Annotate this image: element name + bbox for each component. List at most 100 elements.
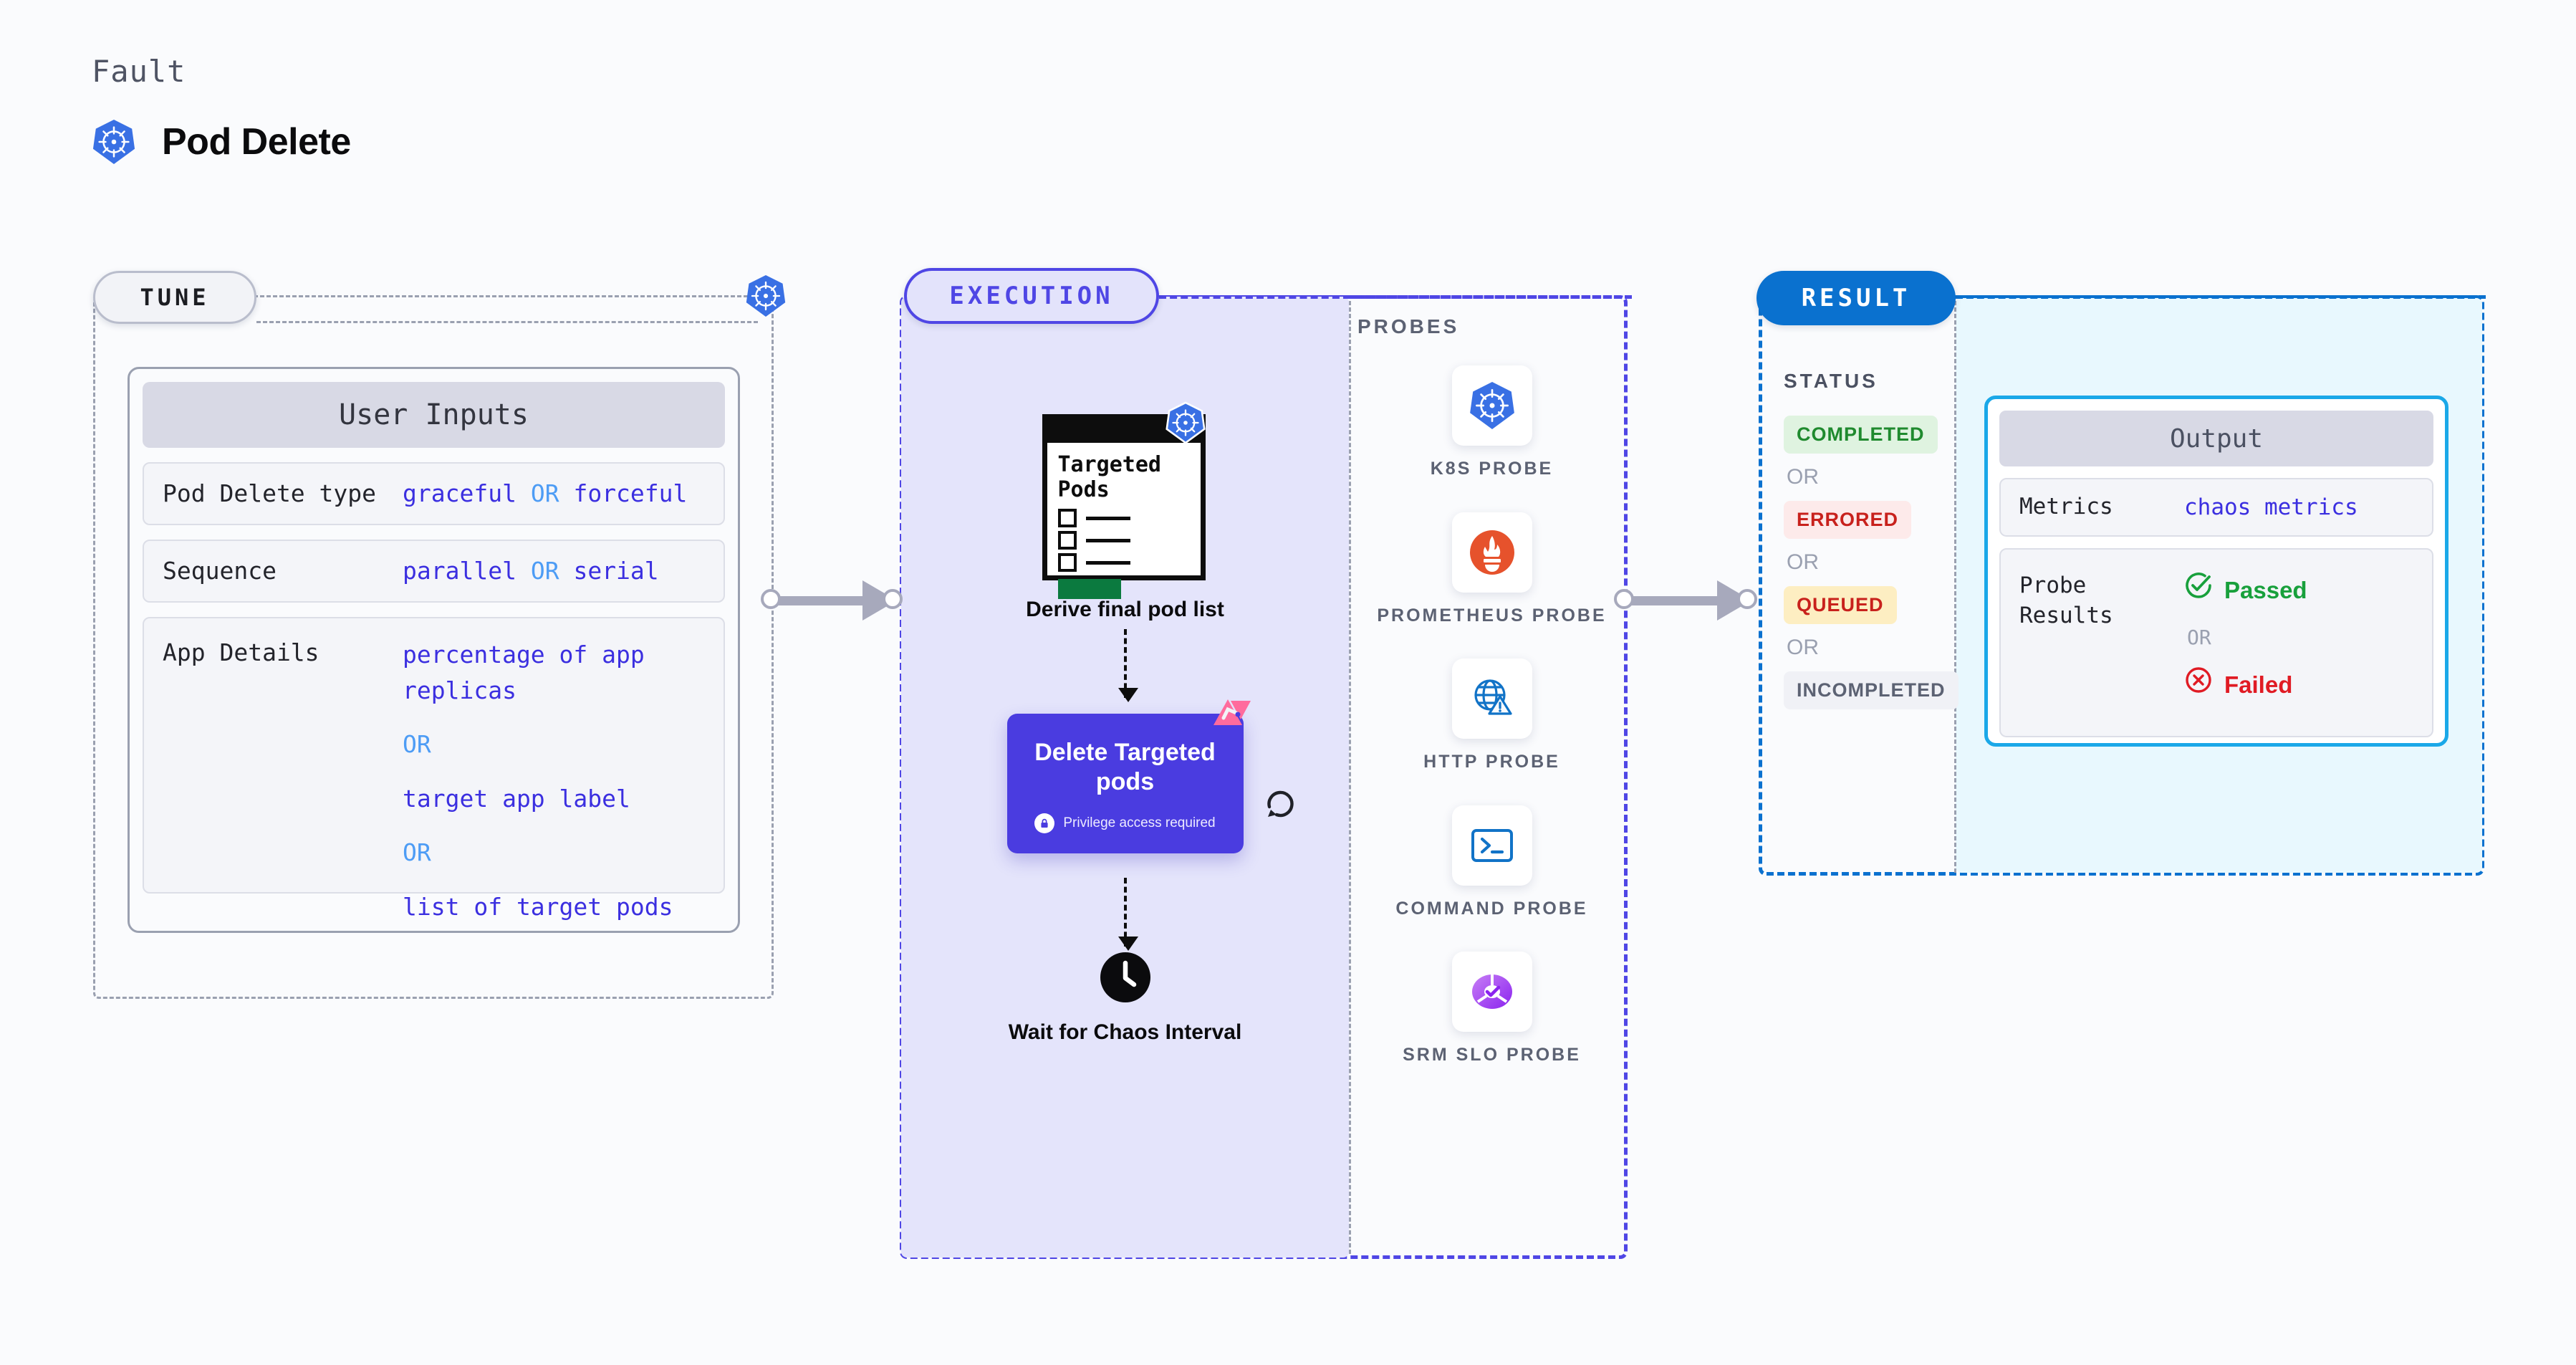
- text-rule: [1085, 560, 1130, 565]
- page-title: Pod Delete: [162, 121, 351, 163]
- row-key: Sequence: [163, 556, 277, 585]
- probe-item-k8s[interactable]: K8S PROBE: [1357, 365, 1626, 481]
- status-badge-list: COMPLETED OR ERRORED OR QUEUED OR INCOMP…: [1784, 416, 1963, 709]
- status-badge: QUEUED: [1784, 586, 1897, 624]
- probe-item-srm-slo[interactable]: SRM SLO PROBE: [1357, 952, 1626, 1067]
- delete-targeted-pods-card[interactable]: Delete Targeted pods Privilege access re…: [1006, 699, 1251, 853]
- result-top-dashed-line: [1956, 295, 2486, 299]
- value-option: list of target pods: [403, 892, 673, 921]
- privilege-notice: Privilege access required: [1026, 813, 1225, 833]
- row-key: Metrics: [2019, 494, 2113, 520]
- or-separator: OR: [1787, 465, 1819, 489]
- privilege-notice-text: Privilege access required: [1063, 815, 1216, 830]
- tune-section: [93, 295, 774, 999]
- probe-result-passed: Passed: [2184, 571, 2307, 610]
- probe-label: HTTP PROBE: [1423, 752, 1560, 772]
- row-value: graceful OR forceful: [403, 476, 687, 512]
- check-circle-icon: [2184, 571, 2213, 610]
- delete-card-title: Delete Targeted pods: [1034, 739, 1216, 796]
- probe-item-http[interactable]: HTTP PROBE: [1357, 658, 1626, 774]
- document-title-text: Targeted Pods: [1057, 452, 1162, 502]
- result-section-pill[interactable]: RESULT: [1756, 271, 1956, 325]
- text-rule: [1085, 516, 1130, 520]
- kubernetes-icon: [1451, 365, 1532, 446]
- lock-icon: [1034, 813, 1055, 833]
- probe-label: K8S PROBE: [1430, 459, 1554, 479]
- output-header: Output: [1999, 411, 2433, 466]
- kubernetes-icon: [1165, 401, 1206, 448]
- or-separator: OR: [530, 479, 559, 508]
- value-option: parallel: [403, 557, 516, 585]
- fault-title-row: Pod Delete: [92, 118, 351, 166]
- connector-endpoint-dot: [761, 589, 781, 609]
- status-badge: ERRORED: [1784, 501, 1912, 539]
- terminal-icon: [1451, 805, 1532, 886]
- value-option: forceful: [573, 479, 688, 508]
- output-row-probe-results: Probe Results Passed OR: [1999, 548, 2433, 737]
- row-key: Pod Delete type: [163, 479, 377, 507]
- fault-eyebrow-label: Fault: [92, 54, 186, 89]
- or-separator: OR: [530, 557, 559, 585]
- probe-label: PROMETHEUS PROBE: [1377, 605, 1607, 626]
- delete-targeted-pods-step: Delete Targeted pods Privilege access re…: [1006, 699, 1294, 853]
- or-separator: OR: [403, 730, 431, 758]
- document-green-bar: [1057, 579, 1121, 599]
- retry-loop-icon: [1261, 782, 1299, 825]
- probe-label: COMMAND PROBE: [1395, 898, 1588, 919]
- checkbox-icon: [1057, 509, 1077, 527]
- x-circle-icon: [2184, 666, 2213, 704]
- failed-label: Failed: [2224, 671, 2293, 698]
- execution-section-pill[interactable]: EXECUTION: [904, 268, 1159, 324]
- wait-for-chaos-interval-label: Wait for Chaos Interval: [1008, 1020, 1242, 1044]
- value-option: target app label: [403, 784, 630, 813]
- or-separator: OR: [2187, 625, 2211, 649]
- flow-arrow-down: [1118, 877, 1138, 951]
- derive-pod-list-label: Derive final pod list: [1026, 598, 1224, 621]
- probe-result-failed: Failed: [2184, 666, 2307, 704]
- row-key: App Details: [163, 638, 319, 666]
- probe-item-command[interactable]: COMMAND PROBE: [1357, 805, 1626, 921]
- connector-endpoint-dot: [1737, 589, 1757, 609]
- prometheus-icon: [1451, 512, 1532, 593]
- flow-arrow-down: [1118, 629, 1138, 702]
- connector-shaft: [1624, 596, 1733, 605]
- probe-item-prometheus[interactable]: PROMETHEUS PROBE: [1357, 512, 1626, 628]
- user-inputs-header: User Inputs: [143, 382, 725, 448]
- litmuschaos-icon: [1209, 698, 1254, 746]
- output-row-metrics: Metrics chaos metrics: [1999, 478, 2433, 537]
- value-option: percentage of app replicas: [403, 641, 645, 704]
- row-value: percentage of app replicas OR target app…: [403, 637, 705, 924]
- srm-slo-donut-icon: [1451, 952, 1532, 1032]
- connector-tune-to-execution: [761, 580, 911, 621]
- user-inputs-card: User Inputs Pod Delete type graceful OR …: [128, 367, 740, 933]
- connector-endpoint-dot: [1614, 589, 1634, 609]
- checkbox-icon: [1057, 553, 1077, 572]
- targeted-pods-document-icon: Targeted Pods: [1042, 401, 1208, 599]
- probe-label: SRM SLO PROBE: [1403, 1045, 1581, 1065]
- value-option: graceful: [403, 479, 516, 508]
- connector-endpoint-dot: [883, 589, 903, 609]
- row-value: chaos metrics: [2184, 494, 2358, 520]
- text-rule: [1085, 538, 1130, 542]
- or-separator: OR: [403, 838, 431, 866]
- input-row-sequence: Sequence parallel OR serial: [143, 540, 725, 603]
- execution-top-dashed-line: [1159, 295, 1632, 299]
- globe-warning-icon: [1451, 658, 1532, 739]
- input-row-app-details: App Details percentage of app replicas O…: [143, 617, 725, 921]
- kubernetes-icon: [745, 274, 787, 322]
- or-separator: OR: [1787, 550, 1819, 574]
- or-separator: OR: [1787, 636, 1819, 659]
- status-badge: COMPLETED: [1784, 416, 1938, 454]
- document-checkbox-line: [1057, 531, 1130, 550]
- row-value: parallel OR serial: [403, 553, 659, 589]
- output-card: Output Metrics chaos metrics Probe Resul…: [1984, 396, 2448, 747]
- value-option: serial: [573, 557, 659, 585]
- clock-icon: [1099, 951, 1152, 1007]
- result-status-divider: [1954, 301, 1956, 873]
- document-checkbox-line: [1057, 509, 1130, 527]
- tune-section-pill[interactable]: TUNE: [93, 271, 256, 324]
- tune-dashed-connector-line: [256, 321, 758, 323]
- execution-flow-column: Targeted Pods: [901, 401, 1349, 1045]
- status-label: STATUS: [1784, 370, 1878, 392]
